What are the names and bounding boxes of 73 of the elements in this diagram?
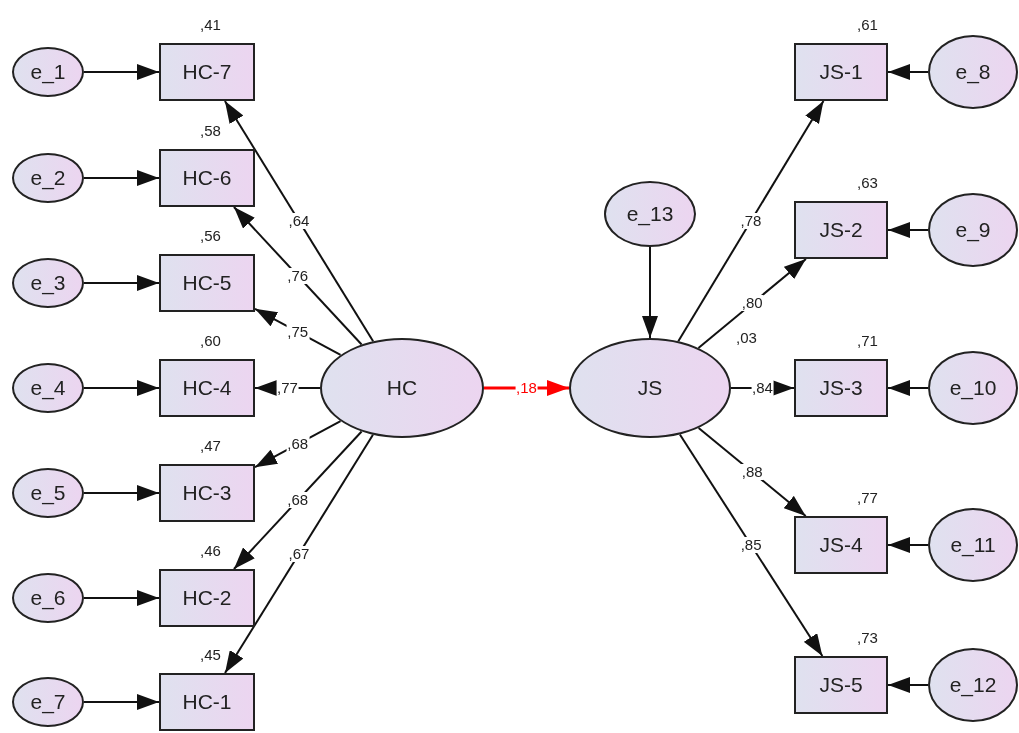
path-coefficient: ,67 (287, 545, 311, 562)
arrow (887, 677, 929, 693)
variable-name: JS (637, 376, 663, 400)
arrow (887, 380, 929, 396)
arrow (83, 380, 160, 396)
arrow (83, 485, 160, 501)
squared-correlation-value: ,41 (199, 17, 222, 33)
variable-name: e_1 (30, 60, 66, 84)
squared-correlation-value: ,77 (856, 490, 879, 506)
arrow (697, 427, 807, 517)
path-coefficient: ,18 (515, 380, 538, 396)
path-coefficient: ,77 (276, 380, 299, 396)
arrow (484, 380, 569, 396)
squared-correlation-value: ,56 (199, 228, 222, 244)
arrow (83, 64, 160, 80)
path-coefficient: ,68 (286, 436, 310, 453)
variable-name: e_13 (626, 202, 674, 226)
path-coefficient: ,85 (739, 537, 763, 554)
arrow (642, 246, 658, 339)
arrow (83, 694, 160, 710)
path-coefficient: ,68 (286, 492, 310, 509)
path-coefficient: ,64 (287, 213, 311, 230)
variable-name: HC-5 (182, 271, 232, 295)
arrow (254, 307, 342, 356)
squared-correlation-value: ,03 (735, 330, 758, 346)
variable-name: e_12 (949, 673, 997, 697)
arrow (232, 206, 363, 346)
variable-name: HC-2 (182, 586, 232, 610)
variable-name: HC-4 (182, 376, 232, 400)
squared-correlation-value: ,60 (199, 333, 222, 349)
variable-name: JS-5 (819, 673, 863, 697)
variable-name: JS-3 (819, 376, 863, 400)
arrow (887, 222, 929, 238)
variable-name: HC-6 (182, 166, 232, 190)
variable-name: JS-1 (819, 60, 863, 84)
variable-name: JS-2 (819, 218, 863, 242)
arrow (887, 537, 929, 553)
path-coefficient: ,75 (286, 323, 310, 340)
variable-name: HC-1 (182, 690, 232, 714)
variable-name: e_5 (30, 481, 66, 505)
variable-name: e_8 (955, 60, 991, 84)
path-coefficient: ,84 (751, 380, 774, 396)
variable-name: e_7 (30, 690, 66, 714)
variable-name: JS-4 (819, 533, 863, 557)
path-coefficient: ,80 (740, 295, 764, 312)
variable-name: HC (386, 376, 418, 400)
arrow (83, 590, 160, 606)
squared-correlation-value: ,47 (199, 438, 222, 454)
variable-name: HC-7 (182, 60, 232, 84)
squared-correlation-value: ,71 (856, 333, 879, 349)
squared-correlation-value: ,46 (199, 543, 222, 559)
arrow (83, 170, 160, 186)
path-coefficient: ,76 (286, 267, 310, 284)
path-coefficient: ,78 (739, 213, 763, 230)
variable-name: e_3 (30, 271, 66, 295)
squared-correlation-value: ,73 (856, 630, 879, 646)
squared-correlation-value: ,63 (856, 175, 879, 191)
arrow (83, 275, 160, 291)
variable-name: e_6 (30, 586, 66, 610)
variable-name: e_10 (949, 376, 997, 400)
arrow (232, 430, 363, 570)
arrow (887, 64, 929, 80)
variable-name: e_9 (955, 218, 991, 242)
variable-name: e_2 (30, 166, 66, 190)
variable-name: e_4 (30, 376, 66, 400)
squared-correlation-value: ,61 (856, 17, 879, 33)
squared-correlation-value: ,58 (199, 123, 222, 139)
variable-name: e_11 (950, 533, 996, 557)
variable-name: HC-3 (182, 481, 232, 505)
arrow (697, 258, 807, 349)
squared-correlation-value: ,45 (199, 647, 222, 663)
arrow (254, 380, 321, 396)
path-coefficient: ,88 (740, 464, 764, 480)
